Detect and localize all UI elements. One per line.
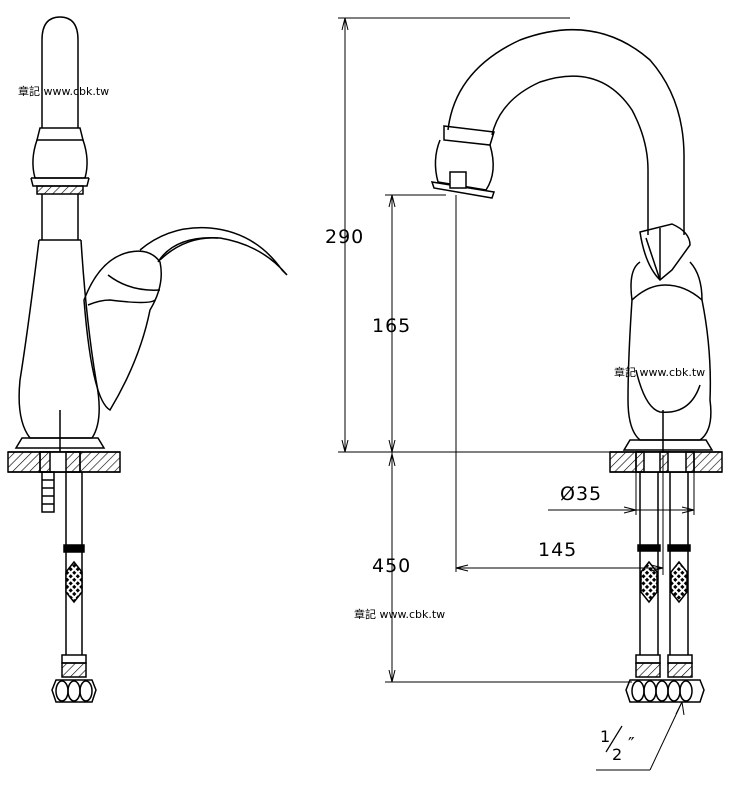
- dim-hole-diameter: Ø35: [560, 483, 602, 505]
- watermark-right: 章記 www.cbk.tw: [614, 365, 705, 379]
- faucet-base: [14, 437, 106, 449]
- connector-denominator: 2: [612, 745, 623, 764]
- side-view: [7, 16, 288, 703]
- spray-head-body: [32, 139, 88, 179]
- mounting-stud: [41, 471, 55, 513]
- gooseneck-spout: [447, 28, 685, 235]
- supply-hoses-front: [625, 472, 705, 703]
- front-body: [627, 261, 712, 441]
- dim-spout-height: 165: [372, 315, 411, 337]
- watermark-top-left: 章記 www.cbk.tw: [18, 84, 109, 98]
- dimension-lines: [338, 17, 695, 771]
- dim-hose-length: 450: [372, 555, 411, 577]
- front-spray-head: [443, 125, 495, 146]
- spray-nozzle: [36, 185, 84, 195]
- supply-hose-left: [51, 472, 97, 703]
- lever-handle: [83, 250, 162, 412]
- connector-numerator: 1: [600, 727, 611, 746]
- watermark-bottom: 章記 www.cbk.tw: [354, 607, 445, 621]
- lever-arm: [139, 226, 288, 276]
- handle-cap: [639, 223, 691, 282]
- dim-connector-size: 1 2 ″: [600, 725, 636, 764]
- spray-head-collar: [36, 127, 84, 141]
- dim-height-total: 290: [325, 226, 364, 248]
- dim-spout-reach: 145: [538, 539, 577, 561]
- spray-head-tube: [41, 16, 79, 128]
- connector-mark: ″: [628, 734, 636, 755]
- front-view: [430, 28, 723, 703]
